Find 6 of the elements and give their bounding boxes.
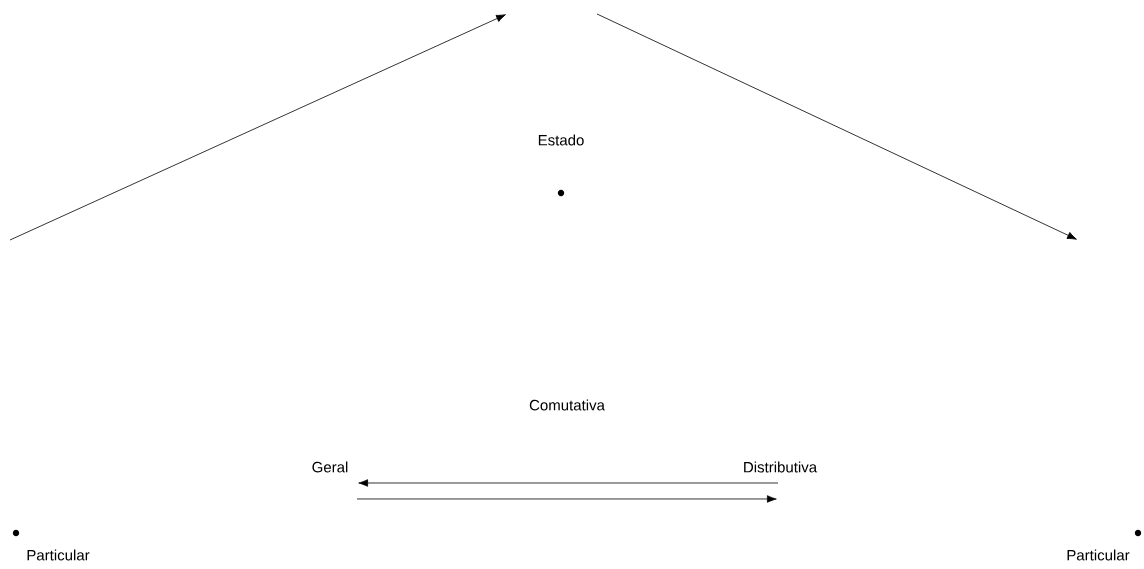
label: Particular bbox=[27, 549, 90, 561]
label: Estado bbox=[538, 134, 584, 146]
label: Particular bbox=[1067, 549, 1130, 561]
label: Comutativa bbox=[529, 399, 605, 411]
label: Distributiva bbox=[744, 461, 818, 473]
label: Geral bbox=[312, 461, 348, 473]
